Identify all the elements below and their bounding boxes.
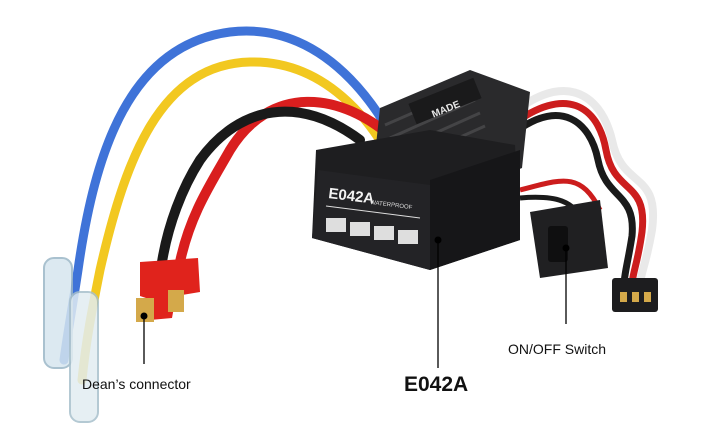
case-side-text: WATERPROOF (370, 200, 413, 211)
deans-callout-dot (140, 312, 148, 320)
model-callout-dot (434, 236, 442, 244)
battery-wire-red (175, 96, 400, 267)
deans-connector (136, 258, 200, 322)
case-model-text: E042A (328, 185, 376, 207)
model-name-label: E042A (404, 373, 469, 396)
battery-wire-black (157, 106, 365, 267)
bullet-connectors (43, 257, 99, 423)
on-off-switch-label: ON/OFF Switch (508, 341, 607, 357)
receiver-lead-wire (501, 87, 658, 289)
switch-wire-red (519, 178, 603, 212)
deans-connector-label: Dean’s connector (82, 376, 191, 392)
on-off-switch (530, 200, 608, 278)
switch-callout-dot (562, 244, 570, 252)
esc-case (312, 130, 520, 270)
receiver-plug (612, 278, 658, 312)
